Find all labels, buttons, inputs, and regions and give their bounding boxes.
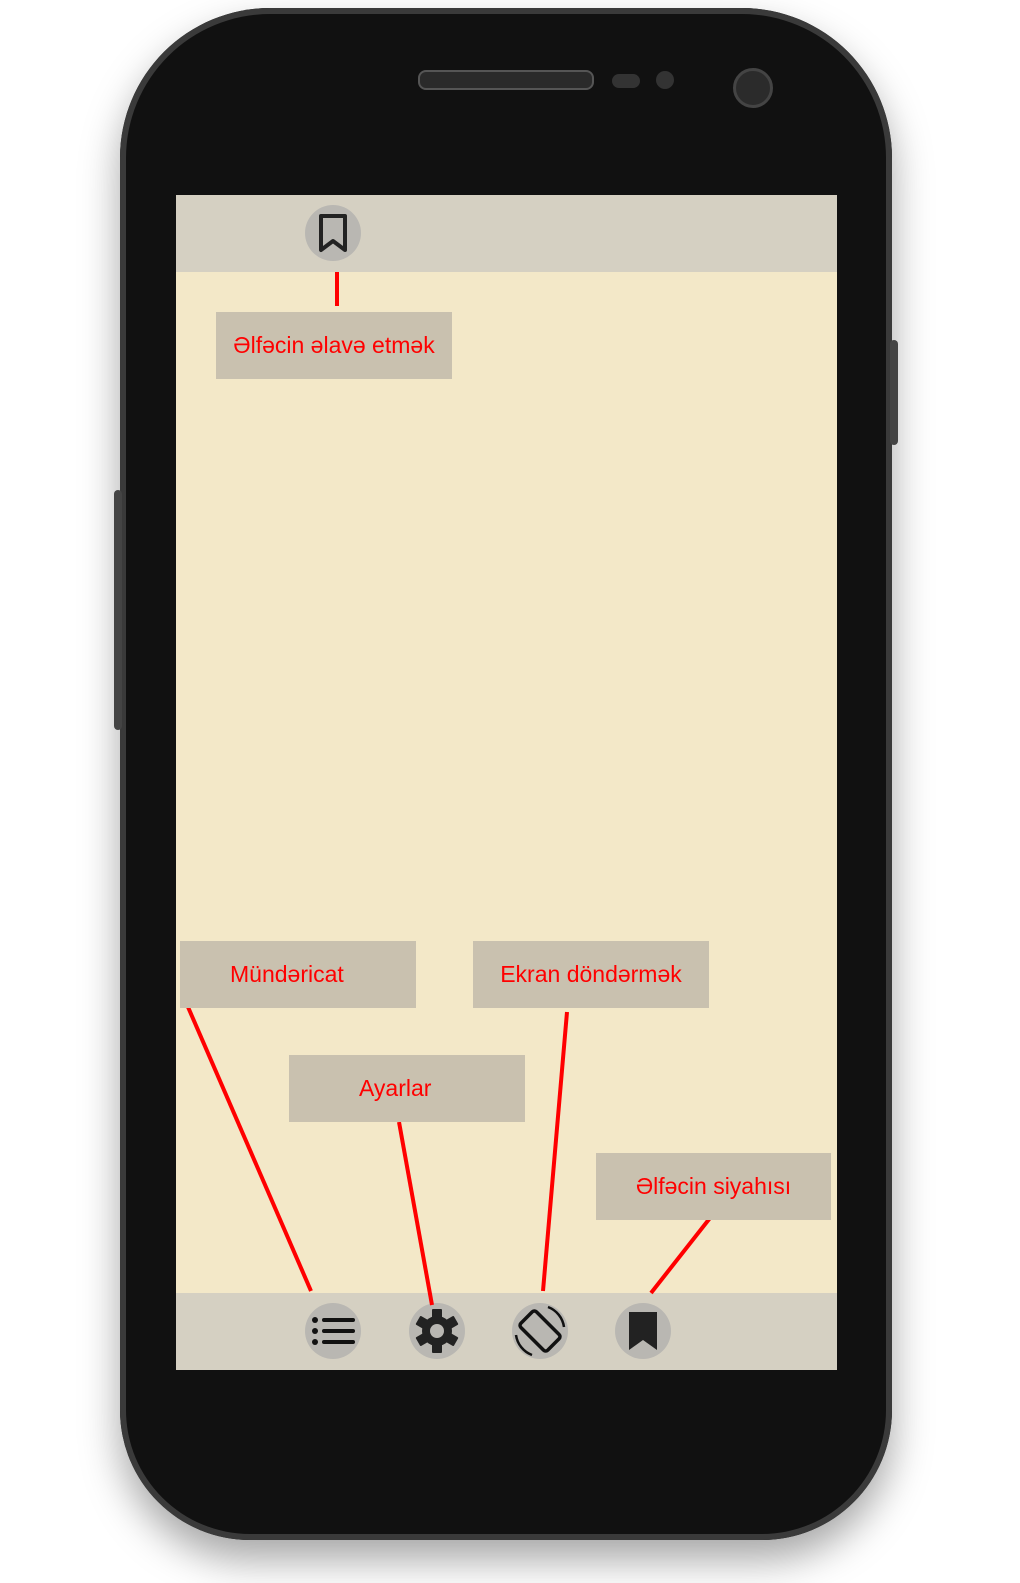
- line-contents: [186, 1006, 313, 1292]
- bookmark-outline-icon: [319, 214, 347, 252]
- rotate-screen-button[interactable]: [512, 1303, 568, 1359]
- screen-rotation-icon: [514, 1305, 566, 1357]
- sensor: [612, 74, 640, 88]
- label-rotate-screen: Ekran döndərmək: [473, 941, 709, 1008]
- label-add-bookmark: Əlfəcin əlavə etmək: [216, 312, 452, 379]
- list-icon: [312, 1317, 355, 1345]
- add-bookmark-button[interactable]: [305, 205, 361, 261]
- label-bookmark-list: Əlfəcin siyahısı: [596, 1153, 831, 1220]
- contents-button[interactable]: [305, 1303, 361, 1359]
- sensor-dot: [656, 71, 674, 89]
- power-button: [890, 340, 898, 445]
- top-toolbar: [176, 195, 837, 272]
- volume-button: [114, 490, 122, 730]
- bottom-toolbar: [176, 1293, 837, 1370]
- gear-icon: [415, 1309, 459, 1353]
- bookmark-filled-icon: [629, 1312, 657, 1350]
- line-settings: [397, 1121, 434, 1306]
- label-contents: Mündəricat: [180, 941, 416, 1008]
- bookmark-list-button[interactable]: [615, 1303, 671, 1359]
- settings-button[interactable]: [409, 1303, 465, 1359]
- line-bookmark-list: [649, 1216, 712, 1295]
- label-settings: Ayarlar: [289, 1055, 525, 1122]
- reader-screen: [176, 195, 837, 1370]
- front-camera: [733, 68, 773, 108]
- line-rotate: [541, 1011, 569, 1292]
- earpiece-speaker: [418, 70, 594, 90]
